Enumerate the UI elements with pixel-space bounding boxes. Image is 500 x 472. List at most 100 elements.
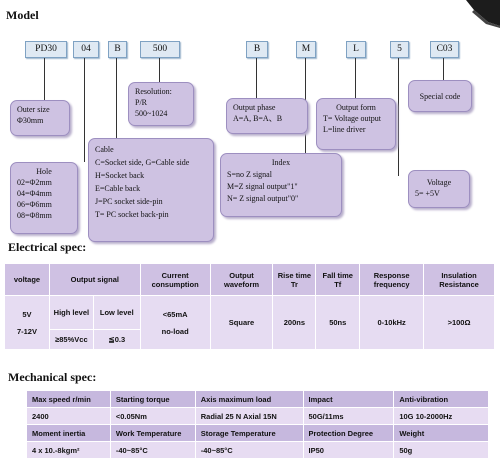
current-note: no-load xyxy=(161,326,189,336)
cable-line: C=Socket side, G=Cable side xyxy=(95,158,190,167)
mech-header: Storage Temperature xyxy=(194,424,304,442)
cable-title: Cable xyxy=(95,145,114,154)
code-box-output-form: L xyxy=(346,41,366,58)
model-heading: Model xyxy=(6,8,39,22)
header-insulation: Insulation Resistance xyxy=(423,263,495,296)
cable-line: H=Socket back xyxy=(95,171,145,180)
code-box-series: PD30 xyxy=(25,41,67,58)
mech-header: Impact xyxy=(302,390,395,408)
connector-line xyxy=(44,58,45,100)
mech-header: Starting torque xyxy=(109,390,196,408)
cable-line: E=Cable back xyxy=(95,184,141,193)
connector-line xyxy=(116,58,117,138)
index-line: S=no Z signal xyxy=(227,170,272,179)
mech-value: -40~85°C xyxy=(109,441,196,459)
hole-line: 06=Φ6mm xyxy=(17,200,52,209)
cable-note: Cable C=Socket side, G=Cable side H=Sock… xyxy=(88,138,214,242)
mech-value: Radial 25 N Axial 15N xyxy=(194,407,304,425)
connector-line xyxy=(355,58,356,98)
header-current: Current consumption xyxy=(139,263,211,296)
outer-size-title: Outer size xyxy=(17,105,50,114)
voltage-note: Voltage 5= +5V xyxy=(408,170,470,208)
hole-line: 02=Φ2mm xyxy=(17,178,52,187)
resolution-line: 500~1024 xyxy=(135,109,168,118)
header-response: Response frequency xyxy=(359,263,425,296)
code-box-resolution: 500 xyxy=(140,41,180,58)
code-box-special: C03 xyxy=(430,41,459,58)
header-fall-time: Fall time Tf xyxy=(315,263,361,296)
waveform-value: Square xyxy=(209,295,274,350)
mech-value: <0.05Nm xyxy=(109,407,196,425)
mech-value: 50g xyxy=(393,441,489,459)
resolution-line: P/R xyxy=(135,98,148,107)
output-form-note: Output form T= Voltage output L=line dri… xyxy=(316,98,396,150)
code-box-hole: 04 xyxy=(73,41,99,58)
connector-line xyxy=(443,58,444,80)
mech-value: 50G/11ms xyxy=(302,407,395,425)
special-code-note: Special code xyxy=(408,80,472,112)
outer-size-value: Φ30mm xyxy=(17,116,44,125)
voltage-value: 5V xyxy=(22,309,32,319)
index-title: Index xyxy=(271,158,291,167)
special-code-title: Special code xyxy=(419,92,461,101)
voltage-value: 7-12V xyxy=(16,326,37,336)
mech-value: IP50 xyxy=(302,441,395,459)
rise-time-value: 200ns xyxy=(272,295,317,350)
connector-line xyxy=(256,58,257,98)
mech-header: Anti-vibration xyxy=(393,390,489,408)
output-form-title: Output form xyxy=(336,103,376,112)
low-level-value: ≦0.3 xyxy=(92,329,141,350)
cable-line: T= PC socket back-pin xyxy=(95,210,169,219)
voltage-title: Voltage xyxy=(426,178,452,187)
high-level-value: ≥85%Vcc xyxy=(48,329,94,350)
mechanical-spec-table: Max speed r/min Starting torque Axis max… xyxy=(26,390,489,459)
output-form-line: T= Voltage output xyxy=(323,114,381,123)
hole-line: 04=Φ4mm xyxy=(17,189,52,198)
encoder-product-image xyxy=(466,0,500,28)
mech-header: Axis maximum load xyxy=(194,390,304,408)
index-note: Index S=no Z signal M=Z signal output"1"… xyxy=(220,153,342,217)
mech-value: 4 x 10.-8kgm² xyxy=(26,441,111,459)
resolution-note: Resolution: P/R 500~1024 xyxy=(128,82,194,126)
mech-header: Protection Degree xyxy=(302,424,395,442)
connector-line xyxy=(84,58,85,162)
current-value: <65mA xyxy=(162,309,188,319)
mech-header: Moment inertia xyxy=(26,424,111,442)
response-value: 0-10kHz xyxy=(359,295,425,350)
resolution-title: Resolution: xyxy=(135,87,172,96)
code-box-voltage: 5 xyxy=(390,41,409,58)
output-phase-value: A=A, B=A、B xyxy=(233,114,283,123)
header-rise-time: Rise time Tr xyxy=(272,263,317,296)
outer-size-note: Outer size Φ30mm xyxy=(10,100,70,136)
output-phase-title: Output phase xyxy=(233,103,276,112)
hole-note: Hole 02=Φ2mm 04=Φ4mm 06=Φ6mm 08=Φ8mm xyxy=(10,162,78,234)
low-level-label: Low level xyxy=(92,295,141,330)
mechanical-spec-heading: Mechanical spec: xyxy=(8,370,97,384)
cable-line: J=PC socket side-pin xyxy=(95,197,163,206)
current-cell: <65mA no-load xyxy=(139,295,211,350)
electrical-spec-table: voltage Output signal Current consumptio… xyxy=(4,263,495,350)
hole-line: 08=Φ8mm xyxy=(17,211,52,220)
code-box-index: M xyxy=(296,41,316,58)
index-line: N= Z signal output"0" xyxy=(227,194,299,203)
header-output-signal: Output signal xyxy=(48,263,141,296)
output-phase-note: Output phase A=A, B=A、B xyxy=(226,98,308,134)
mech-value: 10G 10-2000Hz xyxy=(393,407,489,425)
fall-time-value: 50ns xyxy=(315,295,361,350)
electrical-spec-heading: Electrical spec: xyxy=(8,240,87,254)
hole-title: Hole xyxy=(36,167,52,176)
high-level-label: High level xyxy=(48,295,94,330)
voltage-cell: 5V 7-12V xyxy=(4,295,50,350)
index-line: M=Z signal output"1" xyxy=(227,182,298,191)
connector-line xyxy=(398,58,399,176)
mech-header: Max speed r/min xyxy=(26,390,111,408)
connector-line xyxy=(159,58,160,82)
output-form-line: L=line driver xyxy=(323,125,366,134)
mech-value: 2400 xyxy=(26,407,111,425)
mech-header: Work Temperature xyxy=(109,424,196,442)
mech-header: Weight xyxy=(393,424,489,442)
code-box-output-phase: B xyxy=(246,41,268,58)
voltage-value: 5= +5V xyxy=(415,189,440,198)
mech-value: -40~85°C xyxy=(194,441,304,459)
insulation-value: >100Ω xyxy=(423,295,495,350)
